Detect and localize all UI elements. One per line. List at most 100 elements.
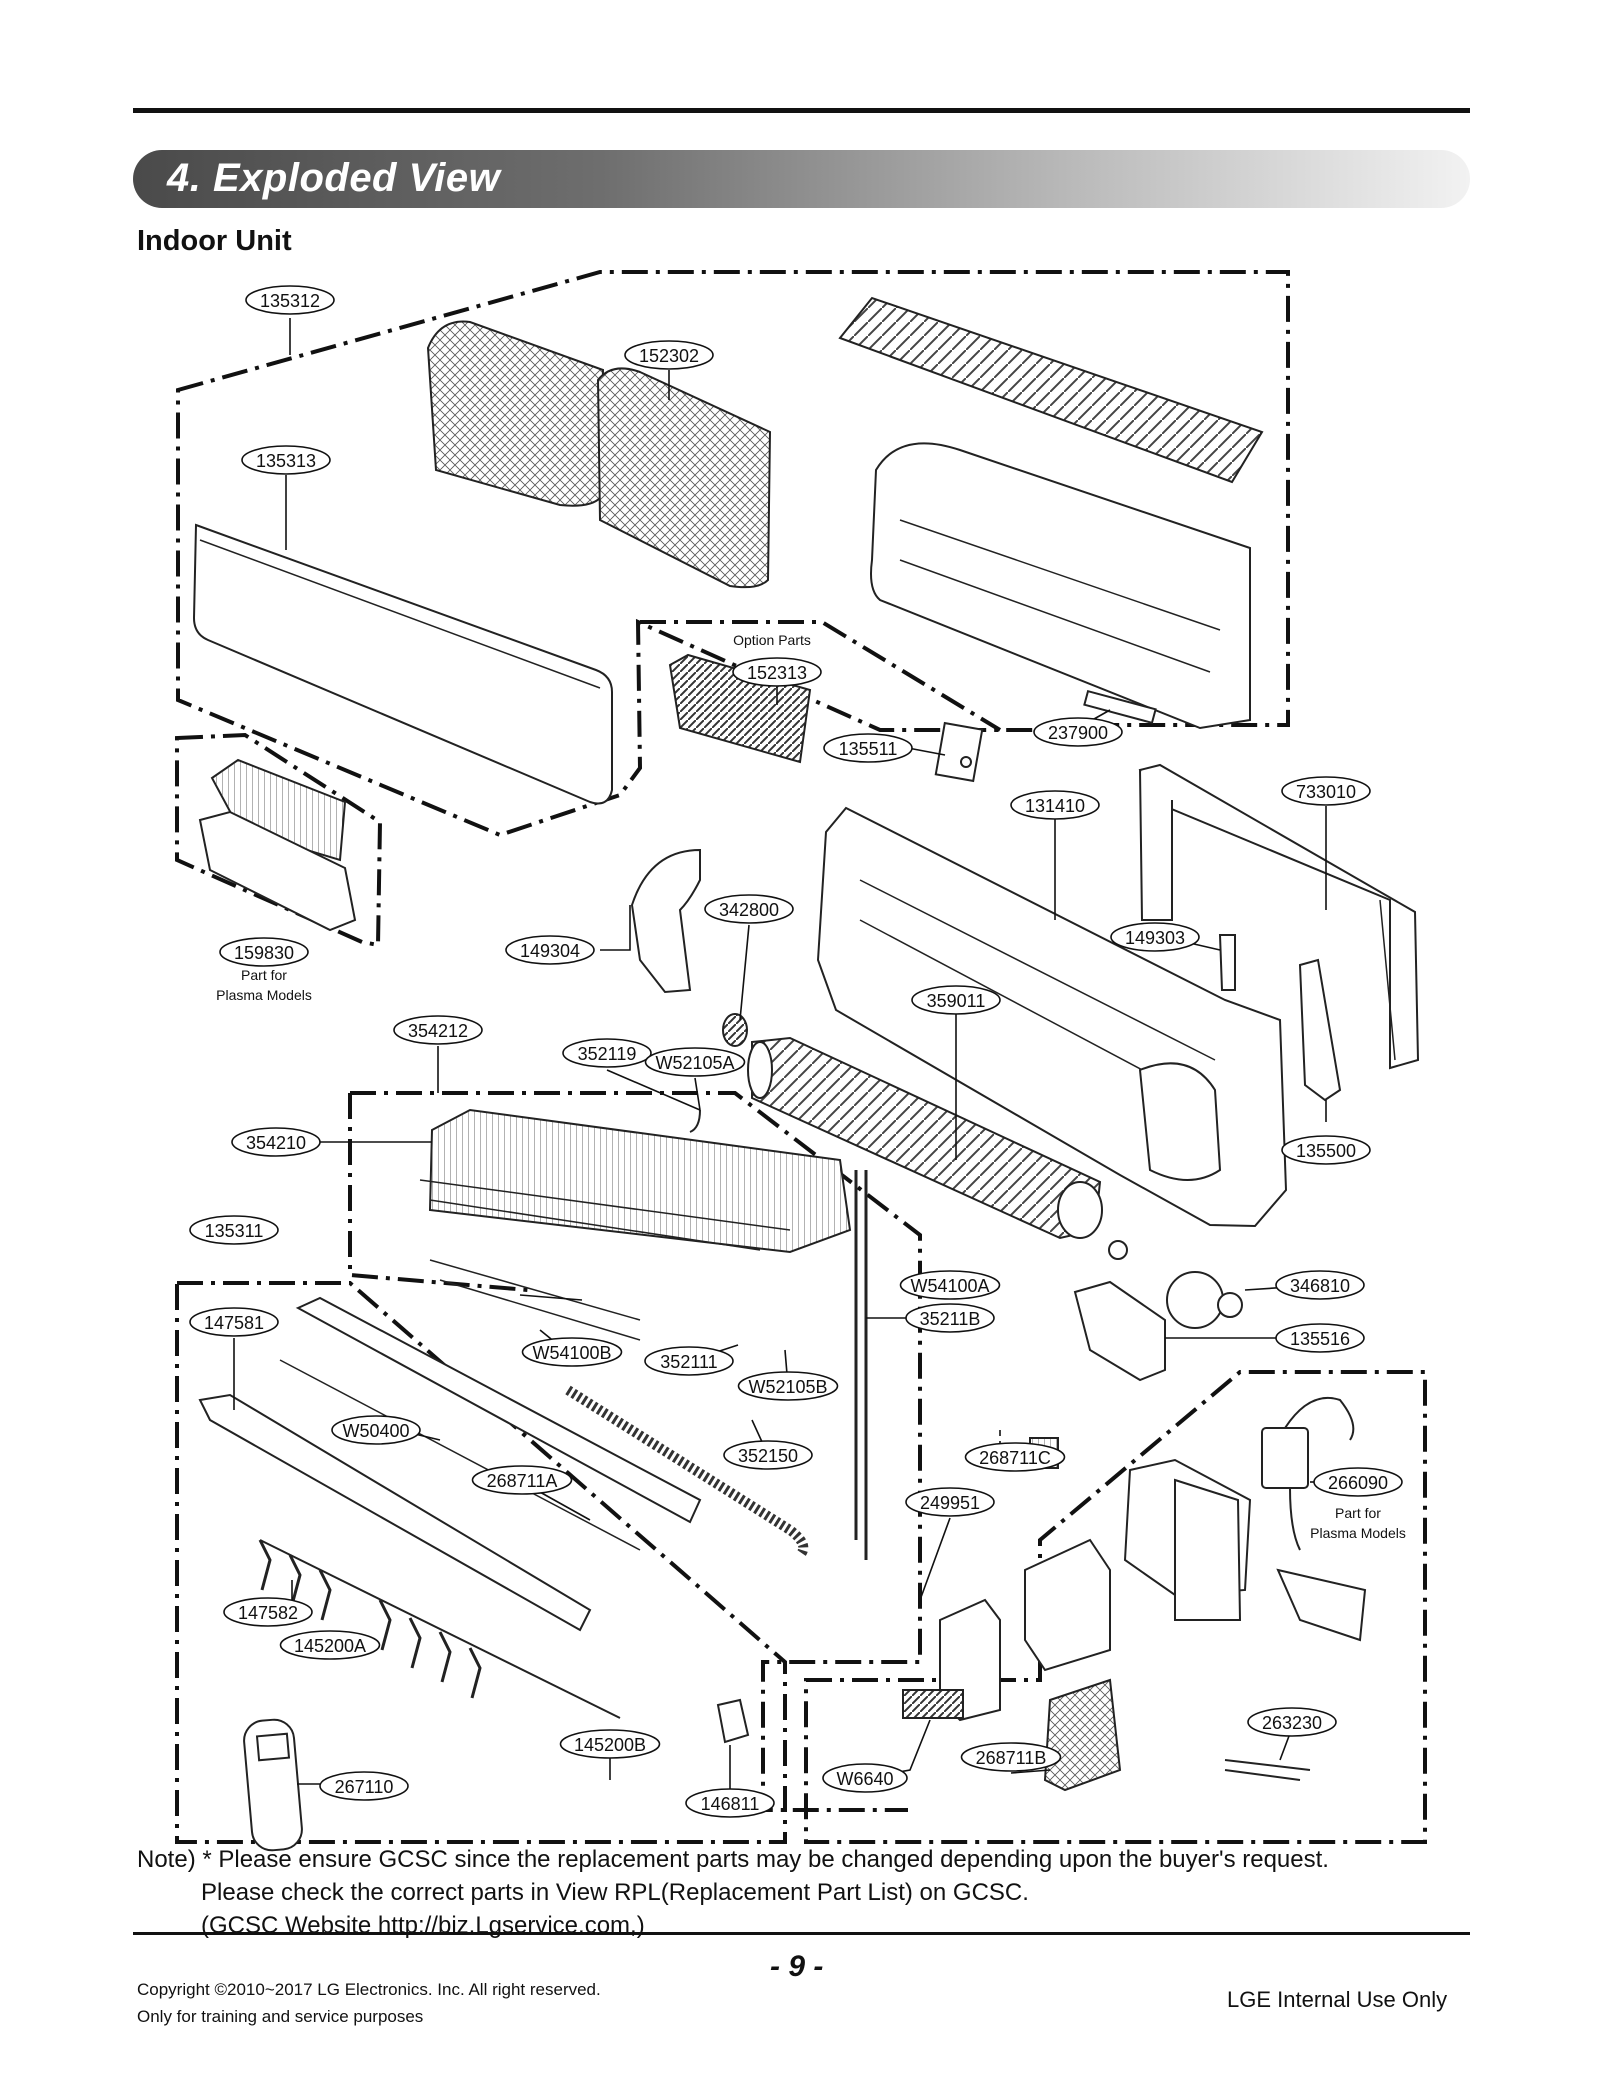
callout-label: W50400 <box>342 1421 409 1441</box>
fan-motor <box>1166 1271 1224 1329</box>
callout-label: 268711B <box>976 1748 1047 1768</box>
front-frame <box>870 442 1251 730</box>
louvers <box>258 1539 621 1719</box>
callouts: 1353121523021353131523131355112379001314… <box>189 285 1403 1818</box>
callout-oval <box>189 1307 279 1337</box>
callout-label: 267110 <box>335 1777 394 1797</box>
pcb-assembly <box>1043 1678 1122 1792</box>
callout-part-266090: 266090 <box>1313 1467 1403 1497</box>
callout-oval <box>245 285 335 315</box>
callout-part-152313: 152313 <box>732 657 822 687</box>
callout-oval <box>960 1742 1062 1772</box>
callout-oval <box>964 1442 1066 1472</box>
callout-label: 147581 <box>204 1313 264 1333</box>
plasma-note-2-line2: Plasma Models <box>1310 1525 1406 1541</box>
callout-oval <box>905 1303 995 1333</box>
callout-oval <box>644 1346 734 1376</box>
callout-label: W54100A <box>910 1276 989 1296</box>
callout-label: 152313 <box>747 663 807 683</box>
callout-part-268711C: 268711C <box>964 1442 1066 1472</box>
callout-label: 147582 <box>238 1603 298 1623</box>
callout-oval <box>505 935 595 965</box>
callout-oval <box>911 985 1001 1015</box>
callout-part-352150: 352150 <box>723 1440 813 1470</box>
callout-oval <box>1281 776 1371 806</box>
callout-part-152302: 152302 <box>624 340 714 370</box>
callout-oval <box>704 894 794 924</box>
callout-label: W52105A <box>655 1053 734 1073</box>
callout-oval <box>189 1215 279 1245</box>
callout-part-135511: 135511 <box>823 733 913 763</box>
callout-part-135311: 135311 <box>189 1215 279 1245</box>
callout-part-268711A: 268711A <box>471 1465 573 1495</box>
callout-part-W54100B: W54100B <box>521 1337 623 1367</box>
callout-part-263230: 263230 <box>1247 1707 1337 1737</box>
callout-label: 342800 <box>719 900 779 920</box>
callout-oval <box>1275 1323 1365 1353</box>
callout-part-147582: 147582 <box>223 1597 313 1627</box>
callout-part-135313: 135313 <box>241 445 331 475</box>
callout-label: 263230 <box>1262 1713 1322 1733</box>
note-line-3: (GCSC Website http://biz.Lgservice.com,) <box>201 1912 645 1939</box>
callout-label: 249951 <box>920 1493 980 1513</box>
component-art <box>192 296 1420 1852</box>
air-filter-left <box>426 320 605 507</box>
callout-part-W50400: W50400 <box>331 1415 421 1445</box>
callout-part-145200A: 145200A <box>279 1630 381 1660</box>
callout-part-149303: 149303 <box>1110 922 1200 952</box>
callout-label: 266090 <box>1328 1473 1388 1493</box>
callout-oval <box>624 340 714 370</box>
callout-oval <box>1247 1707 1337 1737</box>
callout-part-135500: 135500 <box>1281 1135 1371 1165</box>
callout-label: 268711A <box>487 1471 558 1491</box>
note-line-2: Please check the correct parts in View R… <box>201 1879 1029 1906</box>
callout-part-W6640: W6640 <box>822 1763 908 1793</box>
front-panel <box>192 523 613 805</box>
callout-part-W54100A: W54100A <box>899 1270 1001 1300</box>
top-rule <box>133 108 1470 113</box>
callout-oval <box>737 1371 839 1401</box>
callout-part-267110: 267110 <box>319 1771 409 1801</box>
callout-oval <box>723 1440 813 1470</box>
callout-label: W52105B <box>748 1377 827 1397</box>
callout-part-W52105A: W52105A <box>644 1047 746 1077</box>
callout-part-135516: 135516 <box>1275 1323 1365 1353</box>
subsection-title: Indoor Unit <box>137 225 292 257</box>
callout-oval <box>1010 790 1100 820</box>
callout-part-359011: 359011 <box>911 985 1001 1015</box>
copyright: Copyright ©2010~2017 LG Electronics. Inc… <box>137 1976 601 2030</box>
callout-oval <box>223 1597 313 1627</box>
callout-label: 135312 <box>260 291 320 311</box>
callout-label: 131410 <box>1025 796 1085 816</box>
note-block: Note) * Please ensure GCSC since the rep… <box>137 1843 1329 1942</box>
callout-part-354212: 354212 <box>393 1015 483 1045</box>
callout-label: 146811 <box>701 1794 760 1814</box>
callout-part-733010: 733010 <box>1281 776 1371 806</box>
section-title: 4. Exploded View <box>167 156 501 200</box>
callout-label: 135311 <box>205 1221 264 1241</box>
callout-label: W6640 <box>836 1769 893 1789</box>
callout-part-354210: 354210 <box>231 1127 321 1157</box>
callout-label: 352150 <box>738 1446 798 1466</box>
callout-oval <box>559 1729 661 1759</box>
plasma-note-2-line1: Part for <box>1335 1505 1381 1521</box>
callout-oval <box>822 1763 908 1793</box>
callout-label: 145200B <box>574 1735 646 1755</box>
callout-part-352119: 352119 <box>562 1038 652 1068</box>
top-grille <box>838 296 1264 484</box>
page-number: - 9 - <box>770 1950 824 1983</box>
option-parts-label: Option Parts <box>733 632 811 648</box>
callout-oval <box>231 1127 321 1157</box>
callout-label: 733010 <box>1296 782 1356 802</box>
callout-label: 135511 <box>839 739 898 759</box>
copyright-line-2: Only for training and service purposes <box>137 2007 424 2026</box>
callout-label: 135516 <box>1290 1329 1350 1349</box>
callout-oval <box>562 1038 652 1068</box>
plasma-note-1-line2: Plasma Models <box>216 987 312 1003</box>
callout-label: 346810 <box>1290 1276 1350 1296</box>
callout-oval <box>823 733 913 763</box>
callout-part-352111: 352111 <box>644 1346 734 1376</box>
callout-oval <box>319 1771 409 1801</box>
section-banner: 4. Exploded View <box>133 150 1470 208</box>
callout-part-147581: 147581 <box>189 1307 279 1337</box>
